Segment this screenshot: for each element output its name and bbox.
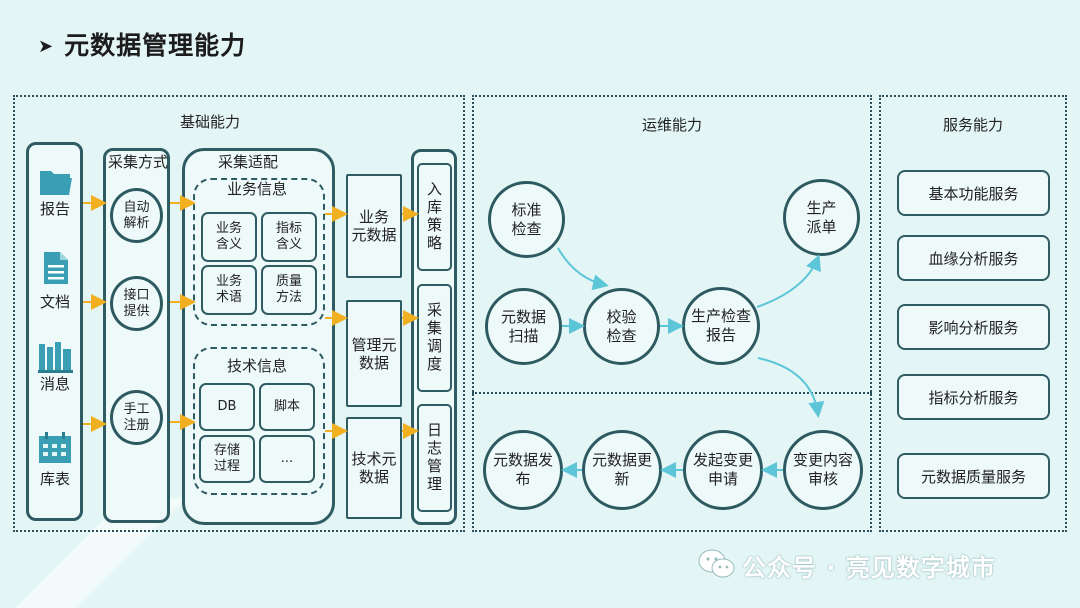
meta-management: 管理元 数据 (346, 300, 402, 407)
service-metadata-quality: 元数据质量服务 (897, 453, 1050, 499)
arrow-report-to-review (757, 357, 825, 418)
wechat-icon (698, 549, 735, 578)
collect-schedule: 采集调度 (417, 284, 452, 392)
watermark: 公众号 · 亮见数字城市 (742, 554, 996, 582)
source-label-table: 库表 (39, 470, 70, 488)
business-info-title: 业务信息 (226, 180, 287, 198)
business-term: 业务 术语 (201, 265, 257, 315)
arrow-bullet-icon: ➤ (38, 36, 55, 57)
source-label-message: 消息 (39, 375, 70, 393)
collect-auto-parse: 自动 解析 (110, 188, 163, 243)
panel-ops (472, 95, 872, 532)
ops-metadata-publish: 元数据发 布 (483, 430, 563, 510)
source-label-document: 文档 (39, 293, 70, 311)
tech-info-title: 技术信息 (226, 357, 287, 375)
panel-basic (13, 95, 465, 532)
arrow-standard-to-validation (557, 247, 609, 291)
document-icon (44, 252, 68, 284)
collect-manual: 手工 注册 (110, 390, 163, 445)
panel-service-title: 服务能力 (942, 116, 1003, 134)
ops-change-review: 变更内容 审核 (783, 430, 863, 510)
meta-business: 业务 元数据 (346, 174, 402, 278)
message-books-icon (38, 342, 73, 373)
service-basic-function: 基本功能服务 (897, 170, 1050, 216)
panel-basic-title: 基础能力 (179, 113, 240, 131)
storage-strategy: 入库策略 (417, 163, 452, 271)
meta-technical: 技术元 数据 (346, 417, 402, 519)
tech-stored-procedure: 存储 过程 (199, 435, 255, 483)
indicator-meaning: 指标 含义 (261, 212, 317, 262)
arrow-report-to-dispatch (756, 254, 821, 308)
folder-icon (40, 171, 72, 195)
business-info-group (193, 178, 325, 326)
adapt-title: 采集适配 (217, 153, 278, 171)
business-meaning: 业务 含义 (201, 212, 257, 262)
tech-db: DB (199, 383, 255, 431)
ops-production-report: 生产检查 报告 (682, 287, 760, 365)
calendar-table-icon (39, 432, 71, 463)
service-lineage-analysis: 血缘分析服务 (897, 235, 1050, 281)
service-indicator-analysis: 指标分析服务 (897, 374, 1050, 420)
ops-metadata-scan: 元数据 扫描 (485, 288, 562, 365)
service-impact-analysis: 影响分析服务 (897, 304, 1050, 350)
source-label-report: 报告 (39, 200, 70, 218)
panel-service (879, 95, 1067, 532)
panel-ops-title: 运维能力 (641, 116, 702, 134)
collect-interface: 接口 提供 (110, 276, 163, 331)
ops-production-dispatch: 生产 派单 (783, 179, 860, 256)
log-management: 日志管理 (417, 404, 452, 512)
tech-script: 脚本 (259, 383, 315, 431)
ops-divider (472, 392, 872, 394)
ops-standard-check: 标准 检查 (488, 181, 565, 258)
page-title: ➤元数据管理能力 (38, 31, 247, 60)
quality-method: 质量 方法 (261, 265, 317, 315)
collect-title: 采集方式 (107, 153, 168, 171)
tech-more: ... (259, 435, 315, 483)
